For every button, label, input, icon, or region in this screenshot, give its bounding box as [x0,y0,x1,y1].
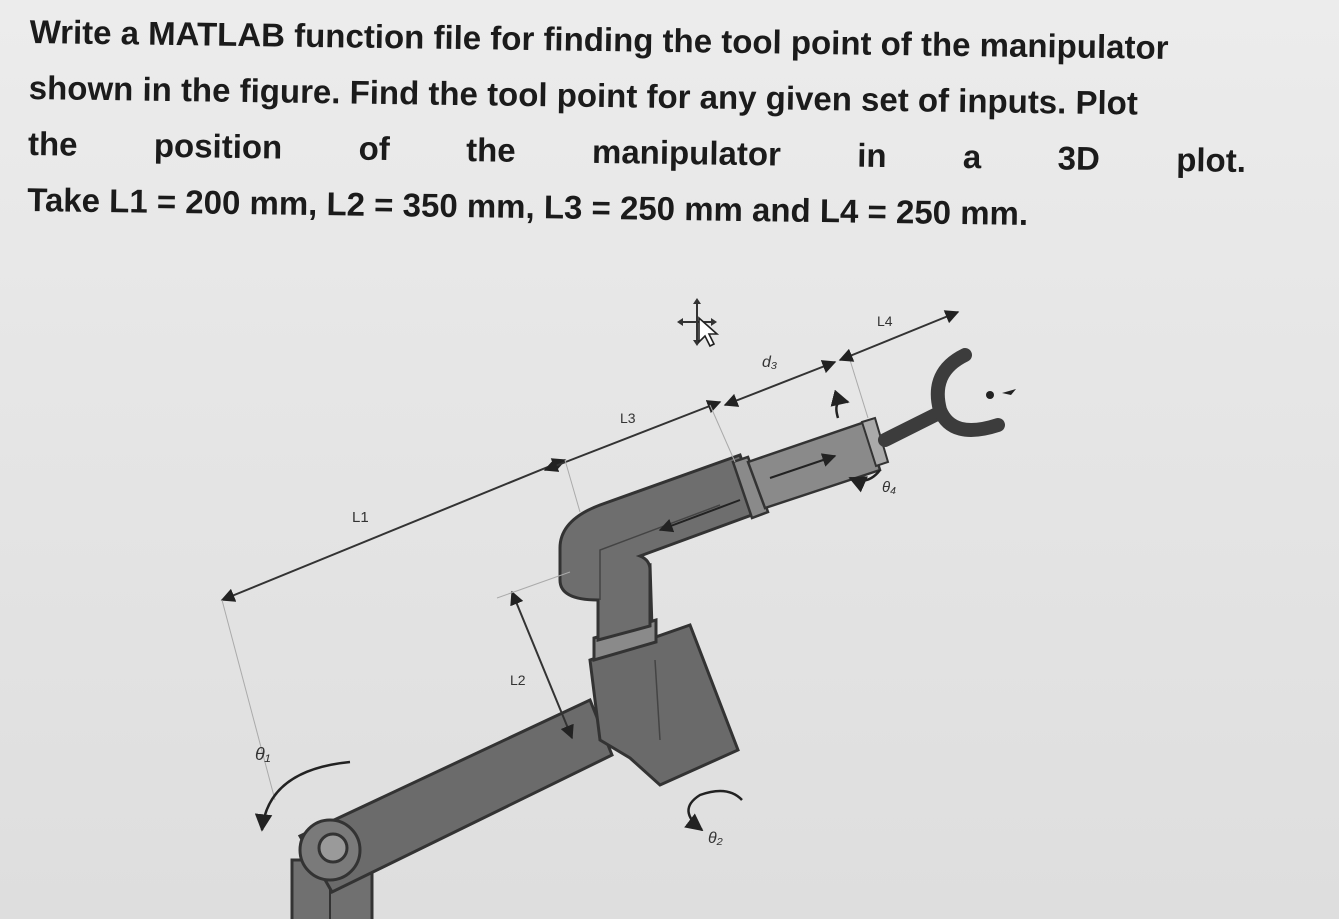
wrist-cylinder [860,416,890,468]
label-d3: d₃ [762,354,777,371]
label-L4: L4 [877,313,893,329]
base-joint [298,818,362,882]
label-L2: L2 [510,672,526,688]
label-theta1: θ₁ [255,744,271,764]
link-3-collar [731,455,770,520]
gripper-tool [878,348,1016,447]
label-theta4: θ₄ [882,479,896,496]
label-theta2: θ₂ [708,830,723,847]
link-3-bent-arm [558,453,762,642]
prismatic-slider [746,420,882,510]
label-L1: L1 [352,509,369,526]
problem-word: of [358,129,391,168]
problem-word: the [465,131,516,169]
dimension-lines [220,310,960,801]
manipulator-figure: L1 L2 L3 L4 d₃ θ₁ θ₂ θ₄ [220,298,1016,919]
problem-word: a [962,138,982,176]
problem-word: plot. [1176,141,1247,179]
problem-word: manipulator [591,132,782,173]
problem-word: position [153,126,283,166]
elbow-block [588,623,740,787]
problem-word: in [856,136,887,174]
rotation-arrows [254,389,881,832]
move-cursor-icon [677,298,720,348]
label-L3: L3 [620,410,636,426]
problem-word: the [27,124,78,163]
problem-statement: Write a MATLAB function file for finding… [27,4,1248,245]
problem-word: 3D [1057,139,1101,177]
